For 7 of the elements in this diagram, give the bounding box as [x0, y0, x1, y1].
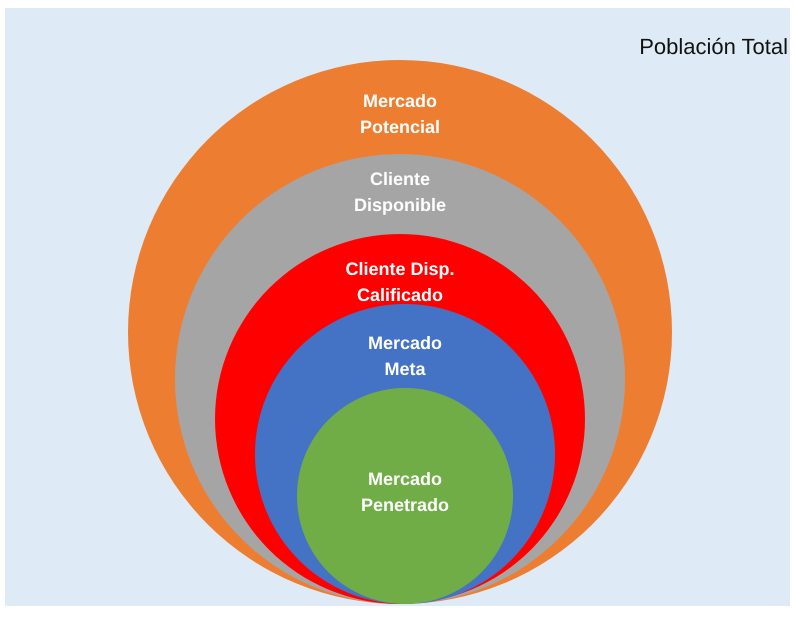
- circle-label: Mercado Penetrado: [360, 468, 450, 517]
- background-panel: [5, 8, 790, 606]
- circle-label: Mercado Meta: [366, 332, 444, 381]
- circle-label: Mercado Potencial: [358, 90, 442, 139]
- circle-label: Cliente Disp. Calificado: [344, 258, 456, 307]
- title-label: Población Total: [639, 34, 788, 60]
- circle-label: Cliente Disponible: [352, 168, 447, 217]
